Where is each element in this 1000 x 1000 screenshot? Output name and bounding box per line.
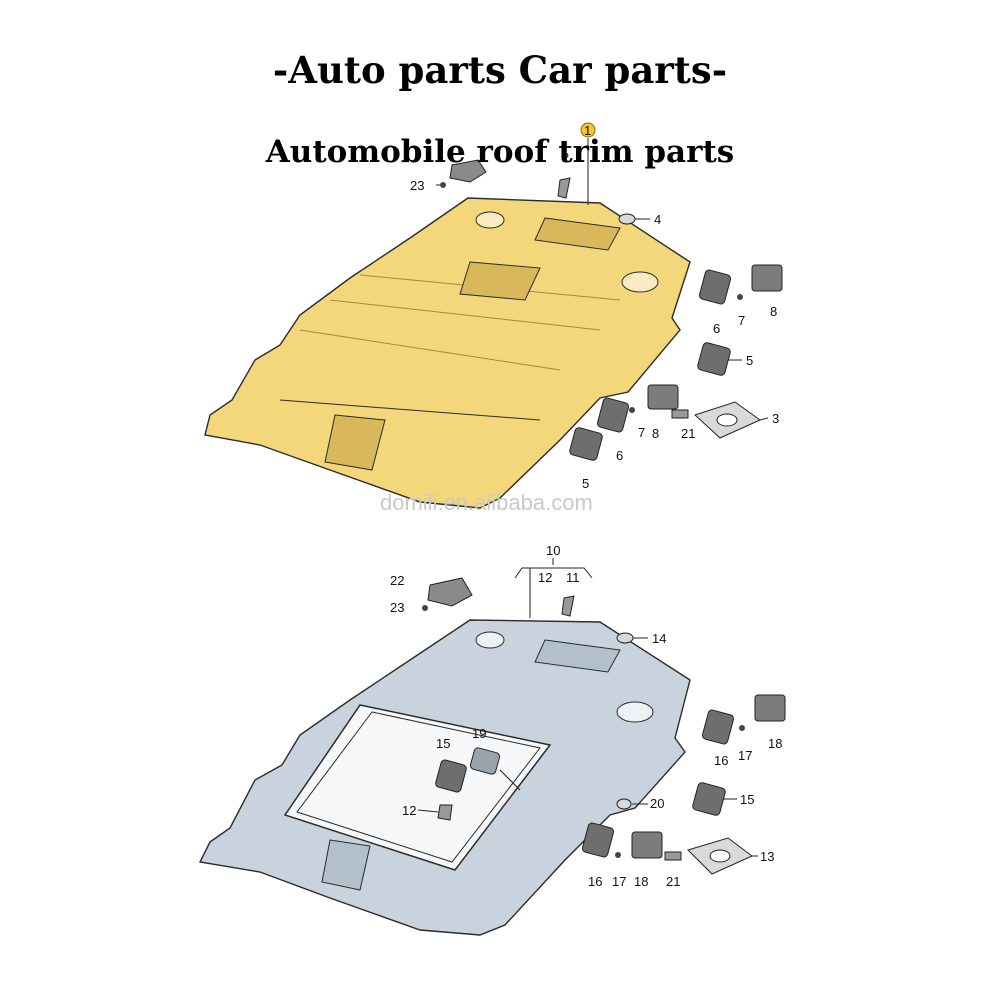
callout-16-right: 16	[714, 753, 728, 768]
callout-16-bottom: 16	[588, 874, 602, 889]
upper-front-console-recess	[534, 217, 621, 251]
lower-part-screw-23	[422, 605, 428, 611]
upper-part-plug-4	[618, 213, 636, 225]
upper-part-cover-3-hole	[716, 413, 738, 427]
lower-part-plug-20	[616, 798, 632, 810]
callout-15-right: 15	[740, 792, 754, 807]
callout-3: 3	[772, 411, 779, 426]
lower-part-cover-19	[469, 747, 501, 775]
callout-2: 2	[562, 150, 569, 165]
callout-18-right: 18	[768, 736, 782, 751]
upper-seam-line	[279, 399, 541, 421]
lower-callouts: 10 12 11 22 23 14 15 19 16 17 18 12 20 1…	[390, 543, 782, 889]
callout-7b: 7	[638, 425, 645, 440]
upper-part-pad-21	[671, 409, 689, 419]
lower-grab-opening	[475, 631, 505, 649]
callout-14: 14	[652, 631, 666, 646]
callout-23-lower: 23	[390, 600, 404, 615]
callout-8b: 8	[652, 426, 659, 441]
callout-15-left: 15	[436, 736, 450, 751]
callout-18-bottom: 18	[634, 874, 648, 889]
callout-1: 1	[584, 123, 591, 138]
callout-4: 4	[654, 212, 661, 227]
upper-callouts: 1 2 23 4 6 7 8 5 7 8 6 21 3 5	[410, 122, 779, 491]
upper-part-screw-7a	[737, 294, 743, 300]
callout-12-left: 12	[402, 803, 416, 818]
callout-5b: 5	[582, 476, 589, 491]
upper-part-lamp-22	[449, 159, 487, 183]
callout-22: 22	[390, 573, 404, 588]
callout-11: 11	[566, 570, 580, 585]
lower-part-lamp-22	[427, 577, 473, 607]
upper-part-holder-5b	[569, 427, 603, 461]
upper-part-holder-6b	[596, 397, 630, 433]
callout-23: 23	[410, 178, 424, 193]
lower-light-opening	[616, 701, 654, 723]
lower-rear-recess	[321, 839, 371, 891]
upper-headliner	[204, 197, 691, 509]
upper-center-recess	[459, 261, 541, 301]
lower-part-hook-18a	[754, 694, 786, 722]
lower-sunroof-opening	[283, 704, 552, 871]
lower-part-holder-16b	[581, 822, 615, 858]
upper-grab-opening	[475, 211, 505, 229]
upper-part-hook-8a	[751, 264, 783, 292]
lower-part-screw-17a	[739, 725, 745, 731]
callout-7: 7	[738, 313, 745, 328]
lower-part-hook-18b	[631, 831, 663, 859]
callout-17-bottom: 17	[612, 874, 626, 889]
lower-part-clip-12	[437, 804, 453, 821]
callout-10: 10	[546, 543, 560, 558]
lower-part-pad-21	[664, 851, 682, 861]
upper-part-holder-6a	[698, 269, 732, 305]
callout-19: 19	[472, 726, 486, 741]
callout-21-lower: 21	[666, 874, 680, 889]
lower-part-screw-17b	[615, 852, 621, 858]
callout-21: 21	[681, 426, 695, 441]
watermark: domili.en.alibaba.com	[380, 490, 593, 515]
lower-part-holder-16a	[701, 709, 735, 745]
callout-1-marker	[580, 122, 596, 138]
upper-part-holder-5a	[697, 342, 731, 376]
page-subtitle: Automobile roof trim parts	[265, 134, 735, 170]
upper-part-screw-7b	[629, 407, 635, 413]
callout-17-right: 17	[738, 748, 752, 763]
lower-part-clip-11	[561, 595, 575, 617]
callout-13: 13	[760, 849, 774, 864]
lower-sunroof-inner-edge	[296, 711, 541, 863]
lower-leader-lines	[417, 558, 758, 857]
callout-20: 20	[650, 796, 664, 811]
upper-part-hook-8b	[647, 384, 679, 410]
callout-6: 6	[713, 321, 720, 336]
lower-part-holder-15b	[692, 782, 726, 816]
lower-part-holder-15a	[435, 759, 467, 793]
upper-part-screw-23	[440, 182, 446, 188]
upper-light-opening	[621, 271, 659, 293]
lower-part-plug-14	[616, 632, 634, 644]
upper-part-clip-2	[557, 177, 571, 199]
lower-front-console-recess	[534, 639, 621, 673]
lower-part-cover-13-hole	[709, 849, 731, 863]
callout-8: 8	[770, 304, 777, 319]
page-title: -Auto parts Car parts-	[272, 48, 728, 92]
upper-small-parts	[440, 159, 783, 461]
callout-12-top: 12	[538, 570, 552, 585]
upper-leader-lines	[436, 138, 769, 421]
callout-5: 5	[746, 353, 753, 368]
upper-rear-recess	[324, 414, 386, 471]
callout-6b: 6	[616, 448, 623, 463]
